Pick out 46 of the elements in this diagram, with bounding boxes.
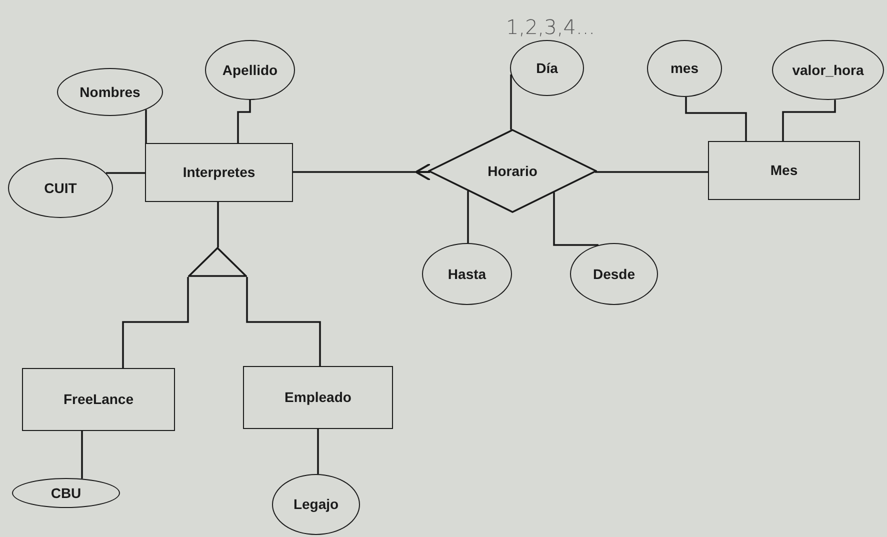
attribute-ellipse: [772, 40, 884, 100]
connector-line: [510, 74, 512, 130]
attribute-ellipse: [12, 478, 120, 508]
entity-box: [22, 368, 175, 431]
attribute-ellipse: [422, 243, 512, 305]
connector-line: [595, 171, 708, 173]
connector-line: [106, 172, 145, 174]
node-label: FreeLance: [63, 390, 134, 409]
connector-line: [317, 429, 319, 474]
attribute-ellipse: [647, 40, 722, 97]
node-label: Apellido: [222, 60, 278, 80]
node-label: Nombres: [80, 82, 140, 102]
connector-line: [467, 190, 469, 243]
node-label: valor_hora: [792, 60, 864, 80]
connector-line: [246, 277, 321, 366]
connector-line: [122, 277, 189, 368]
connector-line: [145, 110, 147, 143]
attribute-ellipse: [205, 40, 295, 100]
node-label: Hasta: [448, 264, 486, 284]
node-label: Día: [536, 58, 558, 78]
crows-foot-connector: [293, 163, 431, 181]
node-label: Interpretes: [182, 163, 256, 182]
entity-box: [708, 141, 860, 200]
attribute-ellipse: [57, 68, 163, 116]
node-label: CUIT: [44, 178, 77, 198]
node-label: Desde: [592, 264, 636, 284]
attribute-ellipse: [272, 474, 360, 535]
entity-box: [243, 366, 393, 429]
relationship-diamond: [428, 129, 597, 213]
handwritten-note: 1,2,3,4...: [506, 14, 596, 41]
node-label: CBU: [50, 484, 82, 502]
attribute-ellipse: [570, 243, 658, 305]
connector-line: [217, 202, 219, 248]
entity-box: [145, 143, 293, 202]
attribute-ellipse: [8, 158, 113, 218]
attribute-ellipse: [510, 40, 584, 96]
node-label: Empleado: [284, 388, 352, 407]
connector-line: [782, 100, 836, 141]
node-label: Legajo: [293, 495, 339, 514]
connector-line: [81, 431, 83, 479]
node-label: Horario: [488, 162, 538, 180]
specialization-triangle: [188, 247, 247, 277]
connector-line: [685, 96, 747, 141]
node-label: mes: [670, 59, 699, 78]
node-label: Mes: [770, 161, 798, 180]
connector-line: [237, 100, 251, 143]
